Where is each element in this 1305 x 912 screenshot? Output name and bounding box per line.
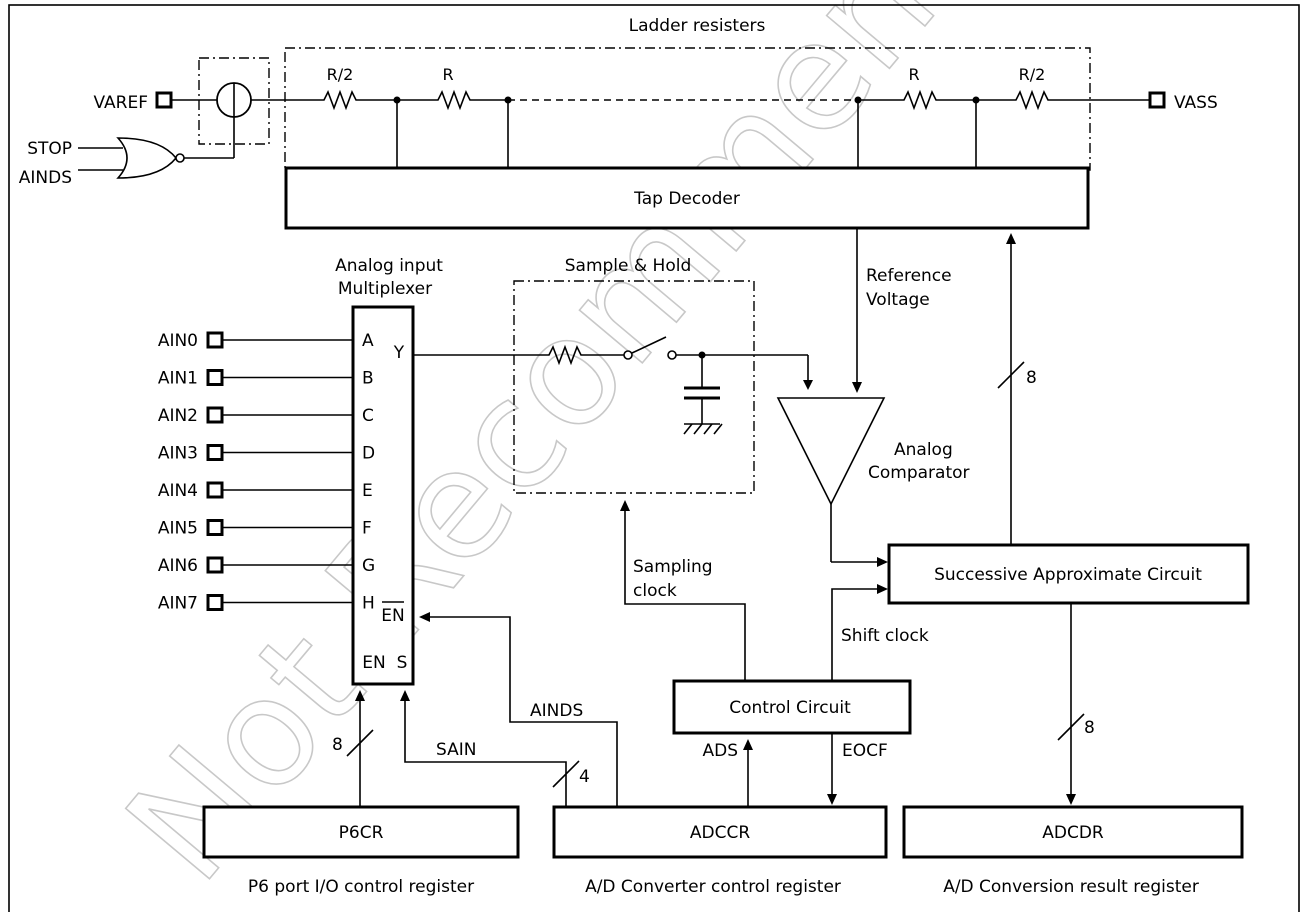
- adcdr-bus-width: 8: [1084, 718, 1095, 738]
- ain-row: AIN2 C: [158, 406, 374, 426]
- control-circuit-label: Control Circuit: [729, 698, 851, 718]
- p6cr-bus-width: 8: [332, 735, 343, 755]
- vass-terminal: [1148, 91, 1166, 109]
- sampling-clock-label-1: Sampling: [633, 557, 713, 577]
- vass-label: VASS: [1174, 93, 1218, 113]
- successive-approximate-circuit: [887, 543, 1250, 605]
- ain-terminal: [206, 519, 224, 536]
- ain-row: AIN5 F: [158, 519, 372, 539]
- ain-label: AIN3: [158, 444, 198, 464]
- adccr-description: A/D Converter control register: [585, 877, 841, 897]
- varef-label: VAREF: [93, 93, 148, 113]
- ladder-title: Ladder resisters: [629, 16, 766, 36]
- adcdr-description: A/D Conversion result register: [943, 877, 1199, 897]
- sh-resistor: [545, 344, 585, 366]
- sac-bus-width: 8: [1026, 368, 1037, 388]
- ain-label: AIN7: [158, 594, 198, 614]
- adccr-register: [552, 805, 888, 859]
- mux-title-line2: Multiplexer: [338, 279, 432, 299]
- ain-row: AIN3 D: [158, 444, 375, 464]
- r-left-label: R: [442, 65, 453, 84]
- varef-terminal: [155, 91, 173, 109]
- resistor-r-left: [434, 89, 474, 111]
- analog-input-rows: AIN0 A AIN1 B AIN2 C AIN3 D AIN4 E AIN5 F AIN6 G AIN7 H: [158, 331, 375, 614]
- ain-row: AIN4 E: [158, 481, 373, 501]
- sain-label: SAIN: [436, 740, 476, 760]
- ref-voltage-label-2: Voltage: [866, 290, 930, 310]
- mux-pin-label: E: [362, 481, 373, 501]
- ain-terminal: [206, 406, 224, 424]
- svg-text:Not Recommended for New Design: Not Recommended for New Design: [94, 0, 1305, 912]
- ground-symbol: [683, 423, 723, 435]
- mux-pin-label: A: [362, 331, 374, 351]
- watermark: Not Recommended for New Design: [93, 0, 1305, 912]
- ain-row: AIN0 A: [158, 331, 374, 351]
- ain-terminal: [206, 594, 224, 611]
- tap-decoder: [284, 166, 1090, 230]
- mux-pin-label: G: [362, 556, 375, 576]
- mux-pin-label: B: [362, 369, 374, 389]
- resistor-r-half-left: [320, 89, 360, 111]
- eocf-label: EOCF: [842, 741, 888, 761]
- mux-pin-label: H: [362, 594, 375, 614]
- figure-frame: [8, 4, 1300, 912]
- mux-pin-label: D: [362, 444, 375, 464]
- ref-voltage-label-1: Reference: [866, 266, 952, 286]
- mux-pin-label: C: [362, 406, 374, 426]
- mux-s-pin: S: [397, 653, 408, 673]
- resistor-r-half-right: [1012, 89, 1052, 111]
- r-half-left-label: R/2: [327, 65, 354, 84]
- ain-label: AIN0: [158, 331, 198, 351]
- ain-terminal: [206, 331, 224, 349]
- sample-hold-title: Sample & Hold: [565, 256, 692, 276]
- ain-terminal: [206, 369, 224, 386]
- r-half-right-label: R/2: [1019, 65, 1046, 84]
- analog-comparator: [776, 397, 886, 506]
- tap-decoder-label: Tap Decoder: [633, 189, 740, 209]
- ainds-signal-label: AINDS: [530, 701, 583, 721]
- sh-capacitor: [684, 386, 720, 400]
- mux-en-pin: EN: [362, 653, 385, 673]
- ainds-input-label: AINDS: [19, 168, 72, 188]
- adcdr-register: [902, 805, 1244, 859]
- sain-bus-width: 4: [579, 767, 590, 787]
- ads-label: ADS: [702, 741, 738, 761]
- ain-label: AIN5: [158, 519, 198, 539]
- ain-label: AIN1: [158, 369, 198, 389]
- comparator-label-2: Comparator: [868, 463, 970, 483]
- ain-terminal: [206, 556, 224, 574]
- ain-label: AIN2: [158, 406, 198, 426]
- sample-hold-box: [513, 280, 755, 494]
- ain-row: AIN1 B: [158, 369, 374, 389]
- mux-en-bar-pin: EN: [381, 606, 404, 626]
- p6cr-register: [202, 805, 520, 859]
- control-circuit: [672, 679, 912, 735]
- stop-label: STOP: [27, 139, 72, 159]
- sac-label: Successive Approximate Circuit: [934, 565, 1202, 585]
- ain-row: AIN7 H: [158, 594, 375, 614]
- ain-label: AIN6: [158, 556, 198, 576]
- ain-label: AIN4: [158, 481, 198, 501]
- p6cr-description: P6 port I/O control register: [248, 877, 474, 897]
- r-right-label: R: [908, 65, 919, 84]
- analog-input-multiplexer: [351, 305, 415, 686]
- resistor-r-right: [900, 89, 940, 111]
- nor-gate: [116, 137, 185, 179]
- sh-switch: [631, 336, 667, 354]
- mux-pin-label: F: [362, 519, 372, 539]
- adcdr-label: ADCDR: [1042, 823, 1104, 843]
- shift-clock-label: Shift clock: [841, 626, 929, 646]
- p6cr-label: P6CR: [339, 823, 384, 843]
- sampling-clock-label-2: clock: [633, 581, 677, 601]
- adccr-label: ADCCR: [690, 823, 750, 843]
- ain-terminal: [206, 481, 224, 499]
- varef-switch-box: [198, 57, 270, 145]
- ain-row: AIN6 G: [158, 556, 375, 576]
- mux-title-line1: Analog input: [335, 256, 443, 276]
- comparator-label-1: Analog: [894, 440, 953, 460]
- ain-terminal: [206, 444, 224, 461]
- mux-y-pin: Y: [393, 343, 405, 363]
